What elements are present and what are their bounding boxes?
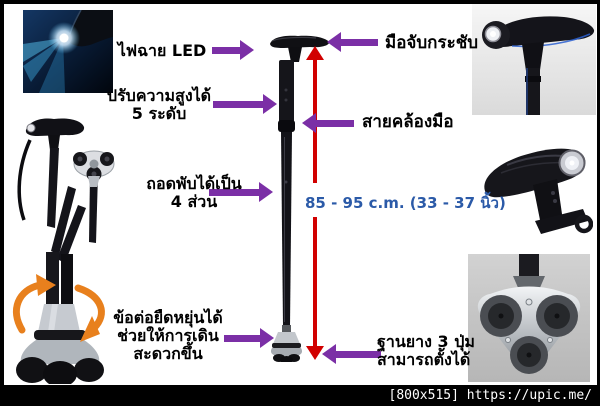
photo-full-cane [270,35,330,362]
frame-top [0,0,600,4]
photo-handle-side [472,4,596,115]
rubber-foot [480,295,522,337]
height-range-label: 85 - 95 c.m. (33 - 37 นิ้ว) [305,194,506,212]
rubber-base-label: ฐานยาง 3 ปุ่ม สามารถตั้งได้ [377,332,475,369]
rubber-foot [510,336,548,374]
height-adjust-arrow [213,94,277,114]
flex-joint-label: ข้อต่อยืดหยุ่นได้ ช่วยให้การเดิน สะดวกขึ… [113,308,223,363]
strap-mount [278,120,295,132]
measure-line-lower [313,217,317,347]
foldable-arrow [209,182,273,202]
frame-left [0,0,4,406]
measure-arrowhead-up [306,46,324,60]
rotation-arrow-right [74,284,105,342]
photo-swivel-base [12,252,105,384]
rubber-foot [536,295,578,337]
watermark-bar: [800x515] https://upic.me/ [0,385,600,406]
wrist-strap [535,209,588,234]
frame-right [597,0,600,406]
grip-arrow [327,32,378,52]
rubber-base-arrow [322,344,381,364]
photo-handle-front [484,148,593,234]
measure-arrowhead-down [306,346,324,360]
tripod-head-top-view [73,150,115,187]
grip-label: มือจับกระชับ [385,33,479,53]
photo-folded-cane [17,118,115,263]
watermark-text: [800x515] https://upic.me/ [388,388,593,403]
rotation-arrow-left [12,274,56,334]
flex-joint-arrow [224,328,274,348]
led-arrow [212,40,254,60]
photo-led-beam [23,10,113,93]
foldable-label: ถอดพับได้เป็น 4 ส่วน [146,174,242,211]
led-label: ไฟฉาย LED [117,41,207,60]
height-adjust-label: ปรับความสูงได้ 5 ระดับ [106,86,212,123]
strap-arrow [302,113,354,133]
strap-label: สายคล้องมือ [362,112,454,132]
photo-base-underside [468,254,590,382]
